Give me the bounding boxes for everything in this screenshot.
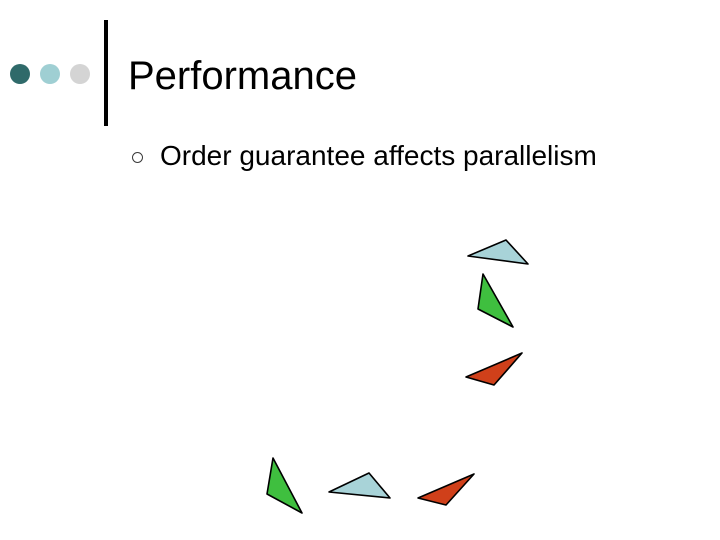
triangle-red-bottom [417,473,475,506]
hollow-circle-bullet-icon [132,151,143,163]
triangle-light-blue-bottom [328,472,391,499]
title-divider-bar [104,20,108,126]
triangle-green-bottom [266,457,303,514]
bullet-text: Order guarantee affects parallelism [160,140,597,171]
triangle-red-right [465,352,523,386]
slide-title: Performance [128,54,357,98]
decorative-dot-light-teal [40,64,60,84]
triangle-green-top [477,273,514,328]
decorative-dot-dark-teal [10,64,30,84]
triangle-light-blue-top [467,239,529,265]
bullet-item: Order guarantee affects parallelism [132,138,597,174]
decorative-dot-gray [70,64,90,84]
